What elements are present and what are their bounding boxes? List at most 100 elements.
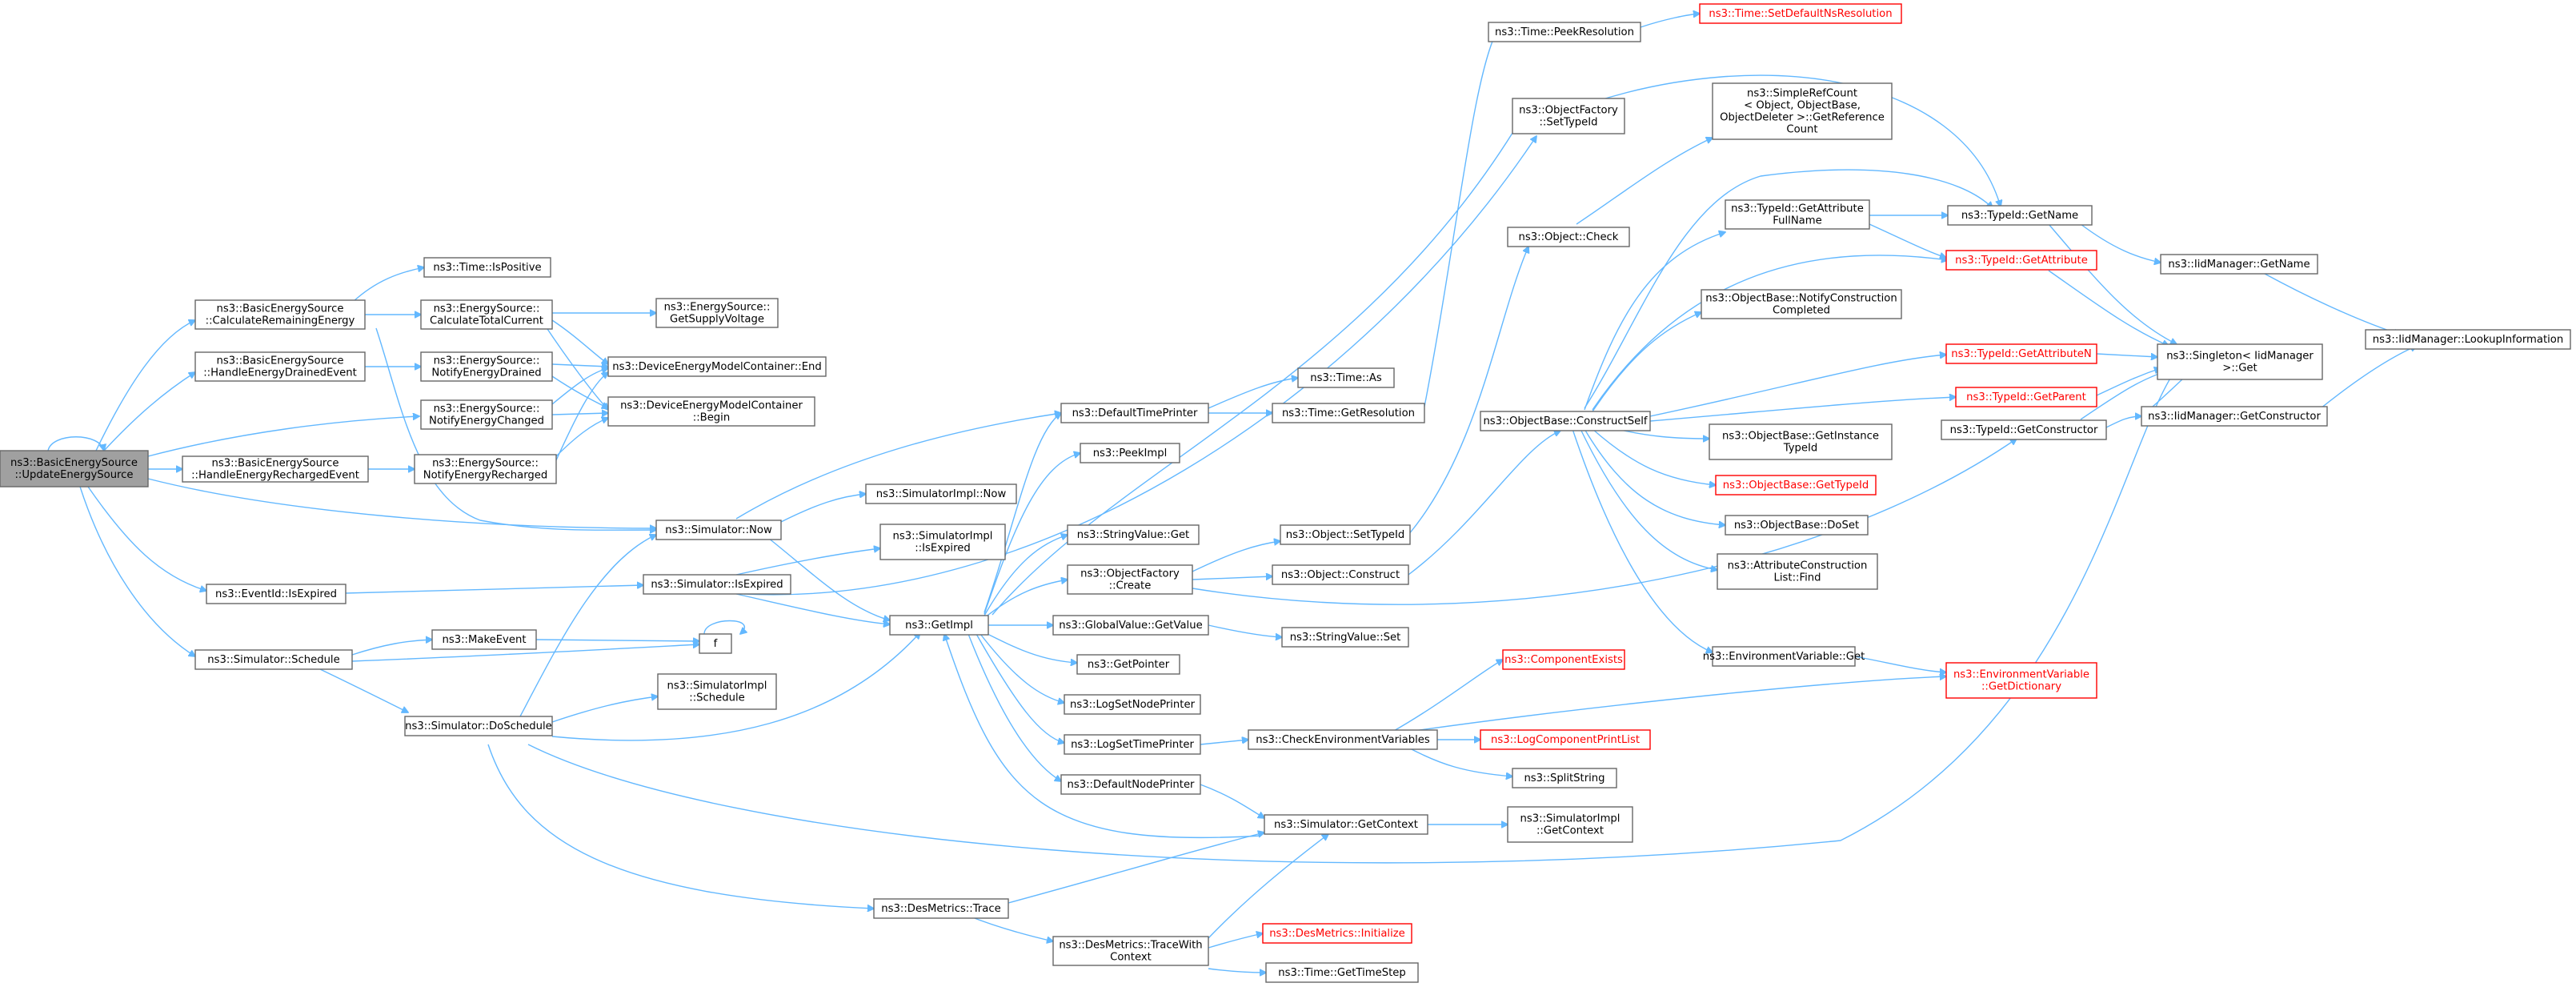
node-demcEnd[interactable]: ns3::DeviceEnergyModelContainer::End [607,356,827,377]
node-simImplSchedule[interactable]: ns3::SimulatorImpl::Schedule [657,673,777,710]
node-logComponentPrintList[interactable]: ns3::LogComponentPrintList [1480,729,1651,750]
node-peekImpl[interactable]: ns3::PeekImpl [1080,443,1180,463]
node-label: ns3::CheckEnvironmentVariables [1256,734,1430,746]
function-nodes: ns3::BasicEnergySource::UpdateEnergySour… [0,3,2571,983]
node-objBaseGetTypeId[interactable]: ns3::ObjectBase::GetTypeId [1715,475,1877,496]
node-timeGetResolution[interactable]: ns3::Time::GetResolution [1272,403,1425,423]
node-notifyChanged[interactable]: ns3::EnergySource::NotifyEnergyChanged [420,399,553,430]
node-defaultTimePrinter[interactable]: ns3::DefaultTimePrinter [1060,403,1209,423]
node-timeAs[interactable]: ns3::Time::As [1297,367,1395,388]
node-simDoSchedule[interactable]: ns3::Simulator::DoSchedule [404,716,553,736]
node-label: ns3::EnergySource:: [434,303,540,315]
node-timeGetTimeStep[interactable]: ns3::Time::GetTimeStep [1265,962,1419,983]
node-typeIdGetAttribute[interactable]: ns3::TypeId::GetAttribute [1945,250,2097,271]
node-box [1064,694,1201,715]
node-calcTotalCurrent[interactable]: ns3::EnergySource::CalculateTotalCurrent [420,299,553,330]
node-envVarGetDictionary[interactable]: ns3::EnvironmentVariable::GetDictionary [1945,662,2097,699]
node-timeSetDefaultNsRes[interactable]: ns3::Time::SetDefaultNsResolution [1699,3,1902,24]
node-iidManagerGetName[interactable]: ns3::IidManager::GetName [2160,254,2318,275]
node-box [1699,3,1902,24]
edge-constructself-getattributen [1649,355,1946,417]
node-box [607,356,827,377]
node-simSchedule[interactable]: ns3::Simulator::Schedule [194,649,353,670]
node-box [420,299,553,330]
node-demcBegin[interactable]: ns3::DeviceEnergyModelContainer::Begin [607,396,815,427]
node-getImpl[interactable]: ns3::GetImpl [889,615,989,636]
node-notifyRecharged[interactable]: ns3::EnergySource::NotifyEnergyRecharged [414,454,557,484]
node-box [1947,205,2093,226]
node-eventIsExpired[interactable]: ns3::EventId::IsExpired [206,584,347,604]
node-label: ::SetTypeId [1539,117,1597,129]
node-simImplGetContext[interactable]: ns3::SimulatorImpl::GetContext [1507,806,1633,843]
node-f[interactable]: f [699,633,732,654]
node-objBaseDoSet[interactable]: ns3::ObjectBase::DoSet [1725,515,1869,536]
node-root[interactable]: ns3::BasicEnergySource::UpdateEnergySour… [0,450,149,487]
node-objectSetTypeId[interactable]: ns3::Object::SetTypeId [1280,524,1411,545]
node-notifyDrained[interactable]: ns3::EnergySource::NotifyEnergyDrained [420,351,553,382]
node-box [657,673,777,710]
node-label: ns3::GlobalValue::GetValue [1059,620,1202,632]
node-typeIdGetAttributeN[interactable]: ns3::TypeId::GetAttributeN [1945,343,2097,364]
edge-constructself-getattribute [1592,255,1948,411]
node-box [0,450,149,487]
node-simImplIsExpired[interactable]: ns3::SimulatorImpl::IsExpired [879,524,1006,560]
node-objectConstruct[interactable]: ns3::Object::Construct [1272,564,1409,585]
node-objBaseConstructSelf[interactable]: ns3::ObjectBase::ConstructSelf [1480,411,1651,431]
node-globalValueGetValue[interactable]: ns3::GlobalValue::GetValue [1052,615,1209,636]
edge-simnow-getimpl [767,537,890,620]
node-box [1712,82,1893,140]
edge-simisexpired-getimpl [735,593,890,624]
node-box [1712,646,1856,667]
node-label: List::Find [1774,572,1821,584]
node-iidManagerGetConstructor[interactable]: ns3::IidManager::GetConstructor [2141,406,2328,427]
node-label: ns3::ComponentExists [1504,654,1623,666]
node-handleRecharged[interactable]: ns3::BasicEnergySource::HandleEnergyRech… [182,455,369,483]
node-objBaseNotifyConstruction[interactable]: ns3::ObjectBase::NotifyConstructionCompl… [1701,289,1902,319]
node-label: ns3::EnergySource:: [434,355,540,367]
node-box [1945,662,2097,699]
node-componentExists[interactable]: ns3::ComponentExists [1502,649,1625,670]
node-typeIdGetName[interactable]: ns3::TypeId::GetName [1947,205,2093,226]
node-objFactorySetTypeId[interactable]: ns3::ObjectFactory::SetTypeId [1512,98,1625,134]
edge-tracewithcontext-getcontext [1208,834,1328,939]
node-objectCheck[interactable]: ns3::Object::Check [1507,227,1630,247]
node-simpleRefCount[interactable]: ns3::SimpleRefCount< Object, ObjectBase,… [1712,82,1893,140]
node-envVarGet[interactable]: ns3::EnvironmentVariable::Get [1703,646,1865,667]
node-desInitialize[interactable]: ns3::DesMetrics::Initialize [1262,923,1412,944]
node-stringValueGet[interactable]: ns3::StringValue::Get [1067,524,1200,545]
node-handleDrained[interactable]: ns3::BasicEnergySource::HandleEnergyDrai… [194,351,366,382]
node-simIsExpired[interactable]: ns3::Simulator::IsExpired [643,574,791,595]
node-desTrace[interactable]: ns3::DesMetrics::Trace [873,898,1009,919]
node-label: ns3::ObjectBase::GetTypeId [1723,479,1869,491]
node-simImplNow[interactable]: ns3::SimulatorImpl::Now [865,483,1017,504]
node-checkEnvVars[interactable]: ns3::CheckEnvironmentVariables [1248,729,1438,750]
node-calcRemaining[interactable]: ns3::BasicEnergySource::CalculateRemaini… [194,299,366,330]
node-getPointer[interactable]: ns3::GetPointer [1076,654,1180,675]
node-getSupplyVoltage[interactable]: ns3::EnergySource::GetSupplyVoltage [655,298,779,328]
node-objFactoryCreate[interactable]: ns3::ObjectFactory::Create [1067,564,1193,595]
node-label: ns3::Time::GetResolution [1282,407,1415,419]
node-simGetContext[interactable]: ns3::Simulator::GetContext [1264,814,1428,835]
node-singletonGet[interactable]: ns3::Singleton< IidManager>::Get [2157,343,2323,380]
node-simNow[interactable]: ns3::Simulator::Now [655,520,782,540]
node-label: ns3::AttributeConstruction [1728,560,1868,572]
node-typeIdGetParent[interactable]: ns3::TypeId::GetParent [1955,387,2097,407]
node-makeEvent[interactable]: ns3::MakeEvent [431,629,537,650]
node-splitString[interactable]: ns3::SplitString [1512,768,1617,788]
node-logSetTimePrinter[interactable]: ns3::LogSetTimePrinter [1064,734,1201,755]
node-label: ns3::Simulator::IsExpired [651,579,783,591]
node-typeIdGetConstructor[interactable]: ns3::TypeId::GetConstructor [1941,419,2107,440]
edge-getattributen-singleton [2096,354,2157,357]
edge-getimpl-defaulttimeprinter [984,413,1061,613]
node-iidManagerLookupInformation[interactable]: ns3::IidManager::LookupInformation [2365,329,2571,350]
node-logSetNodePrinter[interactable]: ns3::LogSetNodePrinter [1064,694,1201,715]
node-defaultNodePrinter[interactable]: ns3::DefaultNodePrinter [1060,774,1201,795]
node-timePeekResolution[interactable]: ns3::Time::PeekResolution [1488,22,1641,42]
node-stringValueSet[interactable]: ns3::StringValue::Set [1281,627,1409,648]
node-timeIsPositive[interactable]: ns3::Time::IsPositive [423,257,551,278]
edge-constructself-getname [1584,169,1993,409]
